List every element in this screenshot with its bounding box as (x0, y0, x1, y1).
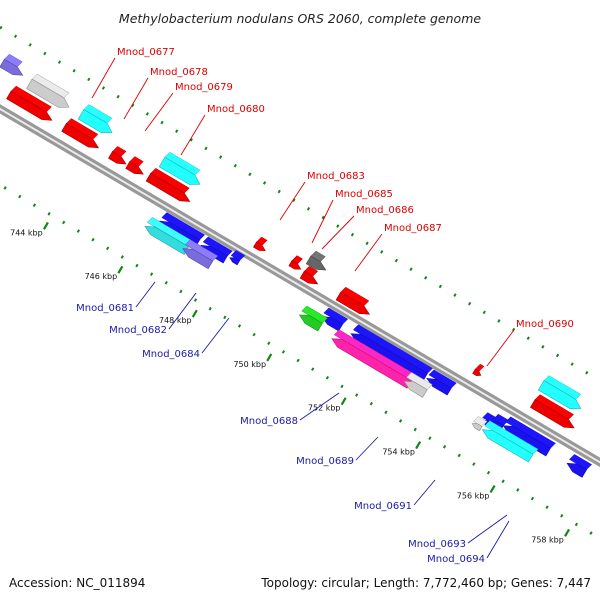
gene-feature (530, 394, 575, 429)
gene-feature (61, 118, 100, 149)
label-leader-line (467, 514, 508, 544)
gene-feature (502, 416, 556, 457)
gene-label[interactable]: Mnod_0688 (240, 416, 298, 427)
tick-label: 750 kbp (233, 360, 266, 369)
reverse-gene-labels: Mnod_0681Mnod_0682Mnod_0684Mnod_0688Mnod… (76, 281, 510, 565)
gene-feature (403, 372, 433, 398)
label-leader-line (311, 199, 334, 244)
tick-label: 758 kbp (531, 535, 564, 544)
tick-label: 752 kbp (308, 404, 341, 413)
gene-feature (298, 305, 328, 332)
accession-text: Accession: NC_011894 (9, 576, 145, 590)
tick-mark (266, 353, 273, 362)
label-leader-line (413, 479, 436, 506)
gene-label[interactable]: Mnod_0680 (207, 104, 265, 115)
gene-label[interactable]: Mnod_0684 (142, 349, 200, 360)
gene-feature (305, 250, 327, 271)
gene-feature (145, 167, 191, 202)
label-leader-line (486, 329, 515, 367)
gene-feature (481, 420, 539, 463)
label-leader-line (486, 520, 510, 559)
gene-feature (158, 151, 201, 185)
topology-text: Topology: circular; Length: 7,772,460 bp… (260, 576, 591, 590)
gene-label[interactable]: Mnod_0679 (175, 82, 233, 93)
gene-feature (26, 73, 70, 108)
gene-label[interactable]: Mnod_0682 (109, 325, 167, 336)
gene-feature (471, 416, 488, 432)
label-leader-line (91, 57, 116, 99)
label-leader-line (355, 436, 379, 461)
gene-label[interactable]: Mnod_0689 (296, 456, 354, 467)
tick-label: 756 kbp (457, 491, 490, 500)
map-title: Methylobacterium nodulans ORS 2060, comp… (119, 11, 481, 26)
gene-label[interactable]: Mnod_0687 (384, 223, 442, 234)
gene-label[interactable]: Mnod_0678 (150, 67, 208, 78)
label-leader-line (123, 77, 149, 120)
gene-label[interactable]: Mnod_0681 (76, 303, 134, 314)
tick-label: 754 kbp (382, 448, 415, 457)
label-leader-line (201, 317, 230, 354)
guide-lines (0, 25, 600, 541)
tick-mark (415, 441, 422, 450)
tick-label: 744 kbp (10, 228, 43, 237)
gene-feature (108, 146, 127, 165)
gene-label[interactable]: Mnod_0694 (427, 554, 485, 565)
gene-label[interactable]: Mnod_0683 (307, 171, 365, 182)
gene-feature (472, 363, 485, 376)
gene-label[interactable]: Mnod_0685 (335, 189, 393, 200)
gene-label[interactable]: Mnod_0691 (354, 501, 412, 512)
gene-feature (537, 375, 582, 410)
gene-label[interactable]: Mnod_0686 (356, 205, 414, 216)
tick-label: 746 kbp (85, 272, 118, 281)
tick-mark (117, 265, 124, 274)
gene-feature (321, 307, 349, 332)
gene-label[interactable]: Mnod_0690 (516, 319, 574, 330)
gene-feature (350, 324, 433, 382)
tick-mark (42, 221, 49, 230)
tick-mark (564, 528, 570, 537)
forward-gene-labels: Mnod_0677Mnod_0678Mnod_0679Mnod_0680Mnod… (91, 47, 574, 367)
tick-mark (340, 397, 347, 406)
label-leader-line (321, 215, 355, 250)
label-leader-line (354, 233, 383, 272)
gene-feature (229, 250, 246, 266)
gene-feature (6, 85, 53, 121)
gene-feature (288, 255, 304, 270)
gene-label[interactable]: Mnod_0677 (117, 47, 175, 58)
label-leader-line (180, 114, 206, 156)
gene-feature (253, 236, 268, 251)
tick-mark (489, 484, 496, 493)
gene-feature (299, 265, 319, 285)
label-leader-line (168, 292, 197, 330)
gene-feature (77, 104, 113, 134)
gene-feature (0, 53, 24, 76)
label-leader-line (144, 92, 174, 132)
gene-feature (566, 454, 593, 478)
gene-label[interactable]: Mnod_0693 (408, 539, 466, 550)
label-leader-line (135, 281, 156, 308)
gene-feature (335, 286, 370, 315)
genome-backbone (0, 104, 600, 468)
gene-feature (426, 369, 457, 396)
gene-feature (182, 239, 219, 270)
label-leader-line (299, 392, 340, 421)
gene-track (0, 53, 593, 478)
label-leader-line (279, 181, 306, 221)
tick-mark (191, 309, 198, 318)
gene-feature (125, 156, 144, 175)
